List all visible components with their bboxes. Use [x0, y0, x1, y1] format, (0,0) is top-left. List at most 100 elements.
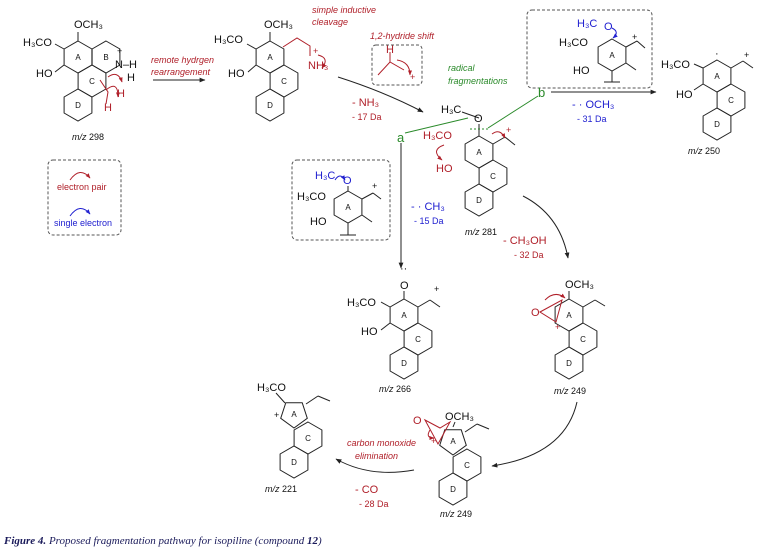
ring-d: [389, 346, 419, 380]
m298-h: H: [127, 72, 135, 84]
step-co-elim-2: elimination: [355, 451, 398, 461]
curly-arrow-icon: [436, 144, 445, 161]
step-ch3oh-loss: - CH₃OH: [503, 235, 547, 247]
bond: [275, 392, 286, 404]
m281-plus: +: [506, 125, 511, 135]
m298-och3: OCH₃: [74, 19, 103, 31]
ring-d: [255, 88, 285, 122]
ring-a-five-membered: [280, 402, 308, 429]
ring-label-d: D: [75, 101, 81, 110]
bond: [305, 395, 319, 405]
bond: [246, 43, 257, 50]
legend-electron-pair: electron pair: [57, 182, 107, 192]
step-nh3-loss: - NH₃: [352, 97, 379, 109]
bond: [461, 111, 480, 119]
m298-mz: m/z 298: [72, 132, 104, 142]
step-co-elim-1: carbon monoxide: [347, 438, 416, 448]
curly-arrow-icon: [107, 73, 123, 83]
bond: [582, 299, 596, 308]
ring-d: [63, 88, 93, 122]
m266-ho: HO: [361, 326, 378, 338]
electron-pair-arrow-icon: [69, 172, 91, 181]
step-remote-2: rearrangement: [151, 67, 211, 77]
m249b-och3: OCH₃: [445, 411, 474, 423]
path-a-label: a: [397, 130, 405, 145]
bond: [372, 192, 382, 200]
curly-arrow-icon: [611, 27, 618, 39]
inset-b-ho: HO: [573, 65, 590, 77]
ring-d: [438, 472, 468, 506]
m249a-mz: m/z 249: [554, 386, 586, 396]
ring-label-d: D: [476, 196, 482, 205]
ring-label-c: C: [728, 96, 734, 105]
step-ch3-loss: - · CH₃: [411, 201, 445, 213]
bond: [625, 40, 638, 48]
bond: [361, 192, 374, 200]
m266-o: O: [400, 280, 409, 292]
m281-mz: m/z 281: [465, 227, 497, 237]
step-radical-1: radical: [448, 63, 476, 73]
m298-h3co: H₃CO: [23, 37, 52, 49]
bond: [693, 63, 704, 69]
m281-h3c: H₃C: [441, 104, 461, 116]
bond: [636, 40, 646, 49]
curly-arrow-icon: [544, 293, 566, 301]
ring-label-a: A: [714, 72, 720, 81]
m250-h3co: H₃CO: [661, 59, 690, 71]
ring-a-five-membered: [439, 429, 467, 456]
bond: [693, 83, 704, 91]
inset-b-o: O: [604, 21, 613, 33]
inset-a-h3c: H₃C: [315, 170, 335, 182]
ring-label-a: A: [401, 311, 407, 320]
bond: [730, 60, 744, 69]
bond: [464, 423, 478, 433]
ring-label-d: D: [267, 101, 273, 110]
ring-label-c: C: [305, 434, 311, 443]
arrow-co-loss: [335, 458, 415, 473]
red-hydride: [377, 52, 405, 76]
ring-label-c: C: [415, 335, 421, 344]
ring-label-d: D: [566, 359, 572, 368]
bond: [452, 421, 456, 428]
step-inductive-1: simple inductive: [312, 5, 376, 15]
bond: [504, 136, 516, 146]
m250-plus: +: [744, 50, 749, 60]
m266-plus: +: [434, 284, 439, 294]
ring-b: [91, 40, 121, 74]
step-och3-da: - 31 Da: [577, 114, 607, 124]
step-ch3-da: - 15 Da: [414, 216, 444, 226]
radical-line-a: [404, 117, 469, 134]
m2-nh3: NH₃: [308, 60, 328, 72]
m221-h3co: H₃CO: [257, 382, 286, 394]
bond: [625, 62, 637, 71]
bond: [742, 60, 754, 69]
bond: [54, 43, 65, 50]
bond: [492, 136, 506, 145]
curly-arrow-icon: [334, 175, 346, 181]
ring-label-b: B: [103, 53, 108, 62]
labels: OCH₃ H₃CO HO N–H + H H H m/z 298 OCH₃ H₃…: [23, 5, 749, 519]
step-co-da: - 28 Da: [359, 499, 389, 509]
bond: [417, 299, 431, 308]
legend-box: [47, 159, 122, 236]
inset-b-h3c: H₃C: [577, 18, 597, 30]
m249a-o: O: [531, 307, 540, 319]
ring-label-d: D: [450, 485, 456, 494]
ring-label-d: D: [714, 120, 720, 129]
ring-d: [464, 183, 494, 217]
inset-a-plus: +: [372, 181, 377, 191]
step-radical-2: fragmentations: [448, 76, 508, 86]
m249a-plus: +: [555, 322, 560, 332]
inset-hydride-box: [371, 44, 423, 86]
inset-a-ho: HO: [310, 216, 327, 228]
inset-a-h3co: H₃CO: [297, 191, 326, 203]
m221-plus: +: [274, 410, 279, 420]
m298-ho: HO: [36, 68, 53, 80]
m250-ho: HO: [676, 89, 693, 101]
inset-b-h3co: H₃CO: [559, 37, 588, 49]
step-inductive-2: cleavage: [312, 17, 348, 27]
ring-label-c: C: [580, 335, 586, 344]
curly-arrow-icon: [396, 59, 412, 76]
m298-h-red: H: [104, 102, 112, 114]
